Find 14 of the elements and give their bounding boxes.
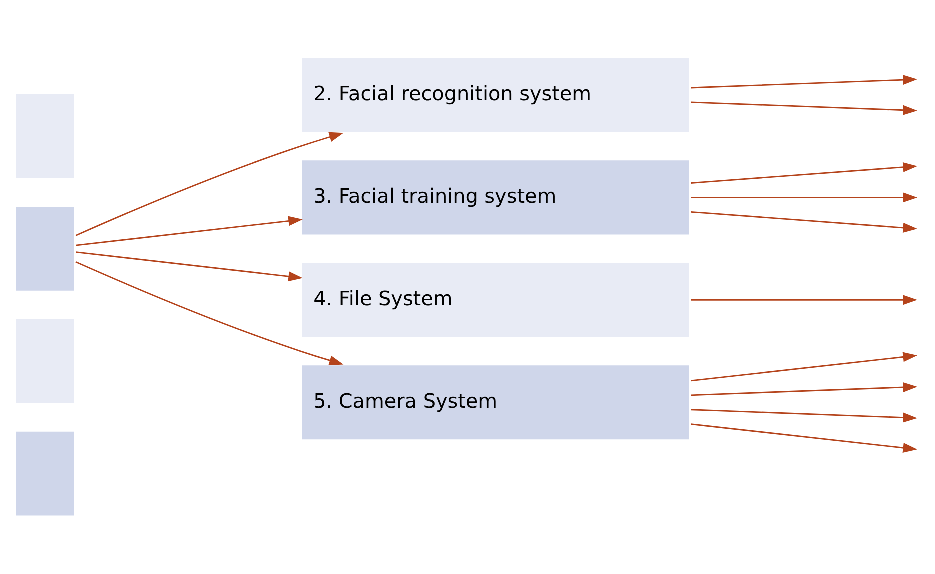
arrow	[690, 192, 918, 203]
arrow	[690, 75, 918, 89]
arrow	[690, 211, 917, 233]
arrow	[76, 252, 302, 282]
arrow	[76, 216, 302, 246]
arrow	[690, 409, 918, 423]
arrow	[75, 261, 344, 366]
arrow	[690, 424, 917, 454]
arrow	[690, 102, 918, 116]
arrow	[690, 162, 917, 184]
arrow	[690, 382, 918, 396]
arrow	[690, 295, 918, 306]
arrow	[75, 132, 344, 236]
arrow	[690, 352, 917, 382]
